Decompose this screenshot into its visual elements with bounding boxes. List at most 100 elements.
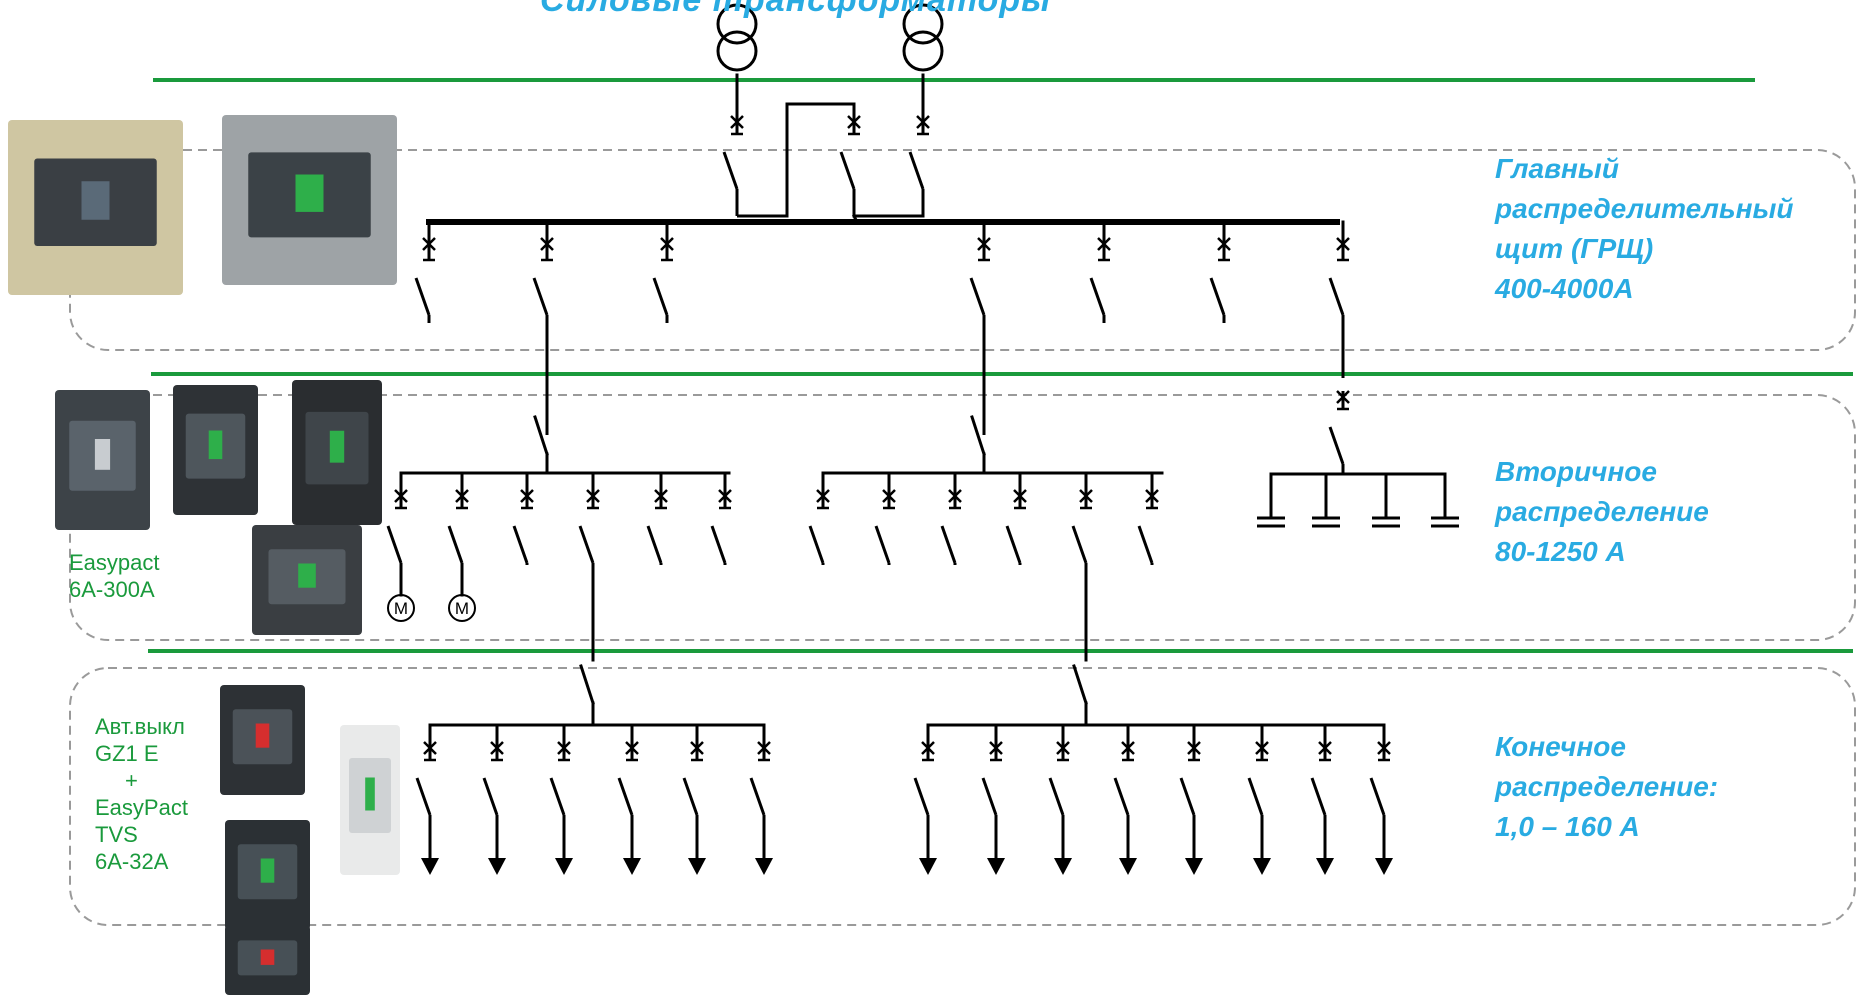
level-main-line-2: распределительный xyxy=(1495,193,1794,224)
load-arrow-icon xyxy=(1054,858,1072,875)
breaker-blade xyxy=(447,525,464,564)
gz1-line-3: + xyxy=(125,768,138,793)
breaker-blade xyxy=(981,777,998,816)
breaker-icon xyxy=(482,741,504,858)
breaker-icon xyxy=(1369,741,1391,858)
breaker-blade xyxy=(386,525,403,564)
easypact-line-1: Easypact xyxy=(69,550,160,575)
breaker-icon xyxy=(1179,741,1201,858)
transformer-winding-bottom xyxy=(716,30,758,72)
load-arrow-icon xyxy=(1375,858,1393,875)
load-arrow-icon xyxy=(919,858,937,875)
level-final-line-1: Конечное xyxy=(1495,731,1626,762)
breaker-icon xyxy=(749,741,771,858)
device-accent xyxy=(298,563,316,588)
product-label-easypact: Easypact 6А-300А xyxy=(69,549,160,603)
breaker-blade xyxy=(749,777,766,816)
motor-label: M xyxy=(455,599,469,618)
breaker-blade xyxy=(1247,777,1264,816)
level-secondary-line-3: 80-1250 А xyxy=(1495,536,1626,567)
level-final-line-3: 1,0 – 160 А xyxy=(1495,811,1640,842)
load-arrow-icon xyxy=(555,858,573,875)
breaker-icon xyxy=(1005,489,1027,565)
breaker-blade xyxy=(1209,277,1226,316)
level-final-line-2: распределение: xyxy=(1495,771,1719,802)
breaker-icon xyxy=(415,741,437,858)
breaker-icon xyxy=(549,741,571,858)
breaker-icon xyxy=(512,489,534,565)
breaker-blade xyxy=(1089,277,1106,316)
breaker-blade xyxy=(414,277,431,316)
product-photo-icon xyxy=(225,820,310,930)
transformer-winding-top xyxy=(902,3,944,45)
product-label-gz1: Авт.выкл GZ1 E + EasyPact TVS 6А-32А xyxy=(95,713,188,875)
capacitor-icon xyxy=(1257,516,1285,528)
switch-blade xyxy=(1072,664,1088,705)
breaker-icon xyxy=(386,489,408,565)
gz1-line-1: Авт.выкл xyxy=(95,714,185,739)
device-accent xyxy=(260,858,275,883)
easypact-line-2: 6А-300А xyxy=(69,577,155,602)
breaker-icon xyxy=(913,741,935,858)
load-arrow-icon xyxy=(1316,858,1334,875)
level-main-line-3: щит (ГРЩ) xyxy=(1495,233,1654,264)
gz1-line-6: 6А-32А xyxy=(95,849,169,874)
breaker-blade xyxy=(808,525,825,564)
load-arrow-icon xyxy=(1119,858,1137,875)
breaker-blade xyxy=(652,277,669,316)
breaker-blade xyxy=(908,151,925,190)
load-arrow-icon xyxy=(1185,858,1203,875)
breaker-icon xyxy=(808,489,830,565)
breaker-icon xyxy=(1089,237,1111,323)
breaker-blade xyxy=(1310,777,1327,816)
breaker-blade xyxy=(1137,525,1154,564)
breaker-blade xyxy=(1048,777,1065,816)
breaker-icon xyxy=(1310,741,1332,858)
device-accent xyxy=(81,181,110,220)
load-arrow-icon xyxy=(421,858,439,875)
device-accent xyxy=(295,174,324,212)
capacitor-icon xyxy=(1312,516,1340,528)
breaker-icon xyxy=(682,741,704,858)
level-label-final: Конечное распределение: 1,0 – 160 А xyxy=(1495,730,1718,844)
breaker-icon xyxy=(969,237,991,435)
breaker-blade xyxy=(617,777,634,816)
breaker-blade xyxy=(1071,525,1088,564)
breaker-blade xyxy=(913,777,930,816)
breaker-blade xyxy=(940,525,957,564)
breaker-blade xyxy=(874,525,891,564)
level-label-main: Главный распределительный щит (ГРЩ) 400-… xyxy=(1495,152,1794,306)
breaker-blade xyxy=(532,277,549,316)
switch-blade xyxy=(970,415,986,456)
breaker-blade xyxy=(839,151,856,190)
breaker-blade xyxy=(1179,777,1196,816)
switch-blade xyxy=(533,415,549,456)
breaker-blade xyxy=(1328,426,1345,465)
breaker-icon xyxy=(646,489,668,565)
gz1-line-4: EasyPact xyxy=(95,795,188,820)
level-label-secondary: Вторичное распределение 80-1250 А xyxy=(1495,455,1709,569)
breaker-icon xyxy=(874,489,896,565)
breaker-icon xyxy=(578,489,600,577)
transformer-winding-bottom xyxy=(902,30,944,72)
breaker-blade xyxy=(1369,777,1386,816)
load-arrow-icon xyxy=(987,858,1005,875)
device-accent xyxy=(255,723,270,748)
dashed-region-2 xyxy=(69,394,1856,641)
motor-icon: M xyxy=(387,594,415,622)
bus-connector xyxy=(851,213,860,225)
motor-icon: M xyxy=(448,594,476,622)
device-accent xyxy=(329,430,345,463)
breaker-blade xyxy=(415,777,432,816)
breaker-icon xyxy=(447,489,469,565)
breaker-icon xyxy=(722,115,744,216)
gz1-line-2: GZ1 E xyxy=(95,741,159,766)
breaker-icon xyxy=(1137,489,1159,565)
transformer-winding-top xyxy=(716,3,758,45)
breaker-icon xyxy=(532,237,554,435)
breaker-blade xyxy=(710,525,727,564)
capacitor-icon xyxy=(1372,516,1400,528)
load-arrow-icon xyxy=(755,858,773,875)
motor-label: M xyxy=(394,599,408,618)
